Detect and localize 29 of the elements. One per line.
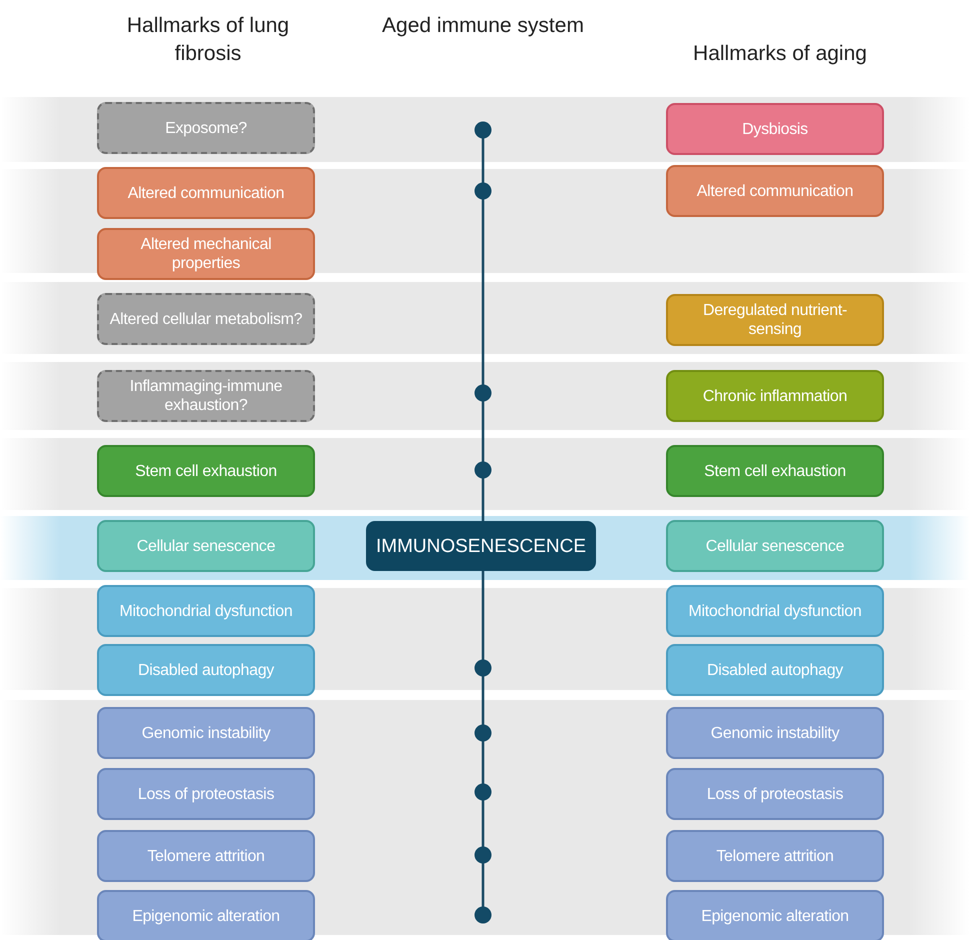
hallmark-box: Disabled autophagy <box>666 644 884 696</box>
hallmark-box: Genomic instability <box>97 707 315 759</box>
hallmark-box: Telomere attrition <box>97 830 315 882</box>
column-heading: Hallmarks of lung fibrosis <box>126 13 290 67</box>
hallmark-box: Loss of proteostasis <box>97 768 315 820</box>
hallmark-box: Stem cell exhaustion <box>97 445 315 497</box>
hallmark-box: Chronic inflammation <box>666 370 884 422</box>
central-box: IMMUNOSENESCENCE <box>366 521 596 571</box>
dashed-hallmark-box: Inflammaging-immune exhaustion? <box>97 370 315 422</box>
hallmark-box: Cellular senescence <box>97 520 315 572</box>
column-heading: Aged immune system <box>381 13 585 39</box>
hallmark-box: Dysbiosis <box>666 103 884 155</box>
hallmark-box: Genomic instability <box>666 707 884 759</box>
hallmark-box: Epigenomic alteration <box>97 890 315 940</box>
hallmark-box: Altered mechanical properties <box>97 228 315 280</box>
hallmark-box: Deregulated nutrient-sensing <box>666 294 884 346</box>
hallmark-box: Altered communication <box>97 167 315 219</box>
dashed-hallmark-box: Exposome? <box>97 102 315 154</box>
hallmark-box: Cellular senescence <box>666 520 884 572</box>
hallmark-box: Loss of proteostasis <box>666 768 884 820</box>
hallmark-box: Stem cell exhaustion <box>666 445 884 497</box>
hallmark-box: Altered communication <box>666 165 884 217</box>
column-heading: Hallmarks of aging <box>692 41 868 67</box>
hallmark-box: Epigenomic alteration <box>666 890 884 940</box>
hallmark-box: Telomere attrition <box>666 830 884 882</box>
hallmark-box: Disabled autophagy <box>97 644 315 696</box>
hallmark-box: Mitochondrial dysfunction <box>97 585 315 637</box>
dashed-hallmark-box: Altered cellular metabolism? <box>97 293 315 345</box>
hallmark-box: Mitochondrial dysfunction <box>666 585 884 637</box>
